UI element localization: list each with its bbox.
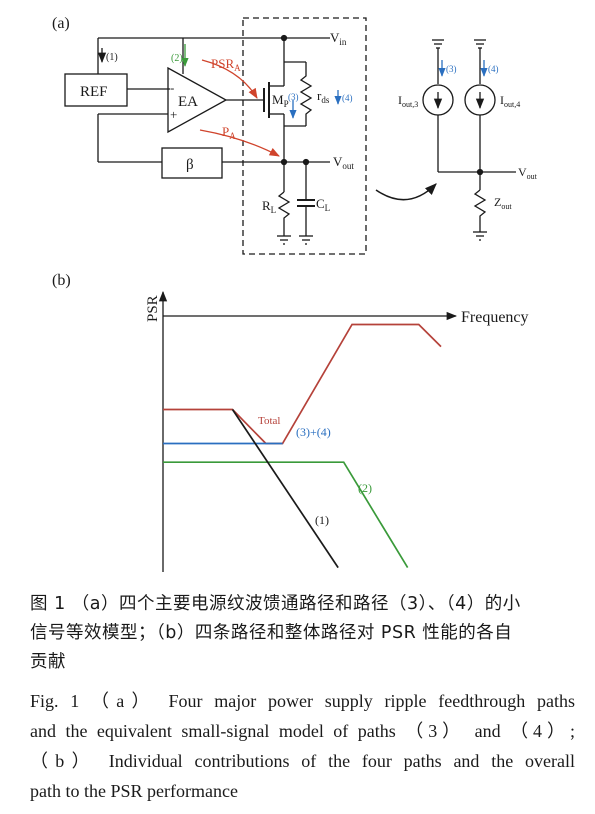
series-layer: [163, 323, 442, 569]
panel-b-label: (b): [52, 272, 71, 289]
path34-annotation: (3)+(4): [296, 425, 331, 439]
caption-cn-line: 贡献: [30, 652, 66, 672]
caption-en-line: path to the PSR performance: [30, 781, 238, 801]
panel-a-label: (a): [52, 15, 70, 32]
series-line: [231, 409, 339, 569]
ref-label: REF: [80, 84, 108, 100]
panel-a-schematic: (a) Vin (1) REF EA - + (2) β Vout: [52, 15, 538, 255]
path3-label: (3): [288, 92, 299, 102]
path4-label: (4): [342, 93, 353, 103]
total-annotation: Total: [258, 415, 280, 427]
path1-annotation: (1): [315, 513, 329, 527]
ea-label: EA: [178, 94, 198, 110]
iout4-label: Iout,4: [500, 93, 520, 109]
ea-minus: -: [170, 80, 174, 95]
vin-label: Vin: [330, 30, 347, 47]
psra-label: PSRA: [211, 56, 241, 73]
figure: (a) Vin (1) REF EA - + (2) β Vout: [52, 15, 538, 572]
ref-block: [64, 73, 128, 107]
model-path3-label: (3): [446, 64, 457, 74]
cl-label: CL: [316, 196, 330, 213]
caption-en-line: and the equivalent small-signal model of…: [30, 721, 575, 741]
rds-resistor: [299, 62, 313, 126]
caption-cn-line: 图 1 （a）四个主要电源纹波馈通路径和路径（3）、（4）的小: [30, 594, 521, 614]
transform-arrow: [375, 183, 437, 201]
caption-en-line: Fig. 1 （a） Four major power supply rippl…: [30, 691, 575, 711]
ldo-output-stage-box: [242, 17, 367, 255]
vout-label: Vout: [333, 154, 354, 171]
x-axis-label: Frequency: [461, 309, 529, 326]
rl-label: RL: [262, 198, 276, 215]
rds-label: rds: [317, 88, 330, 105]
caption-cn-line: 信号等效模型；（b）四条路径和整体路径对 PSR 性能的各自: [30, 623, 513, 643]
zout-resistor: [473, 189, 487, 232]
ground-icon: [277, 235, 313, 245]
series-line: [163, 461, 409, 569]
ea-amplifier: [167, 66, 228, 134]
panel-b-chart: (b) PSR Frequency Total (3)+(4) (2) (1): [52, 272, 529, 572]
model-path4-label: (4): [488, 64, 499, 74]
rl-resistor: [277, 191, 291, 236]
caption-chinese: 图 1 （a）四个主要电源纹波馈通路径和路径（3）、（4）的小 信号等效模型；（…: [30, 590, 575, 677]
zout-label: Zout: [494, 195, 512, 211]
iout3-label: Iout,3: [398, 93, 418, 109]
model-vout-label: Vout: [518, 165, 538, 181]
ea-plus: +: [170, 107, 177, 122]
beta-label: β: [186, 157, 194, 173]
path1-label: (1): [106, 52, 118, 63]
pa-label: PA: [222, 124, 236, 141]
y-axis-label: PSR: [145, 295, 161, 322]
beta-block: [161, 147, 223, 179]
path2-label: (2): [171, 53, 183, 64]
small-signal-model: (3) (4) Iout,3 Iout,4 Vout Zout: [398, 39, 538, 241]
caption-english: Fig. 1 （a） Four major power supply rippl…: [30, 686, 575, 806]
path2-annotation: (2): [358, 481, 372, 495]
mp-label: MP: [272, 92, 289, 109]
caption-en-line: （b） Individual contributions of the four…: [30, 751, 575, 771]
